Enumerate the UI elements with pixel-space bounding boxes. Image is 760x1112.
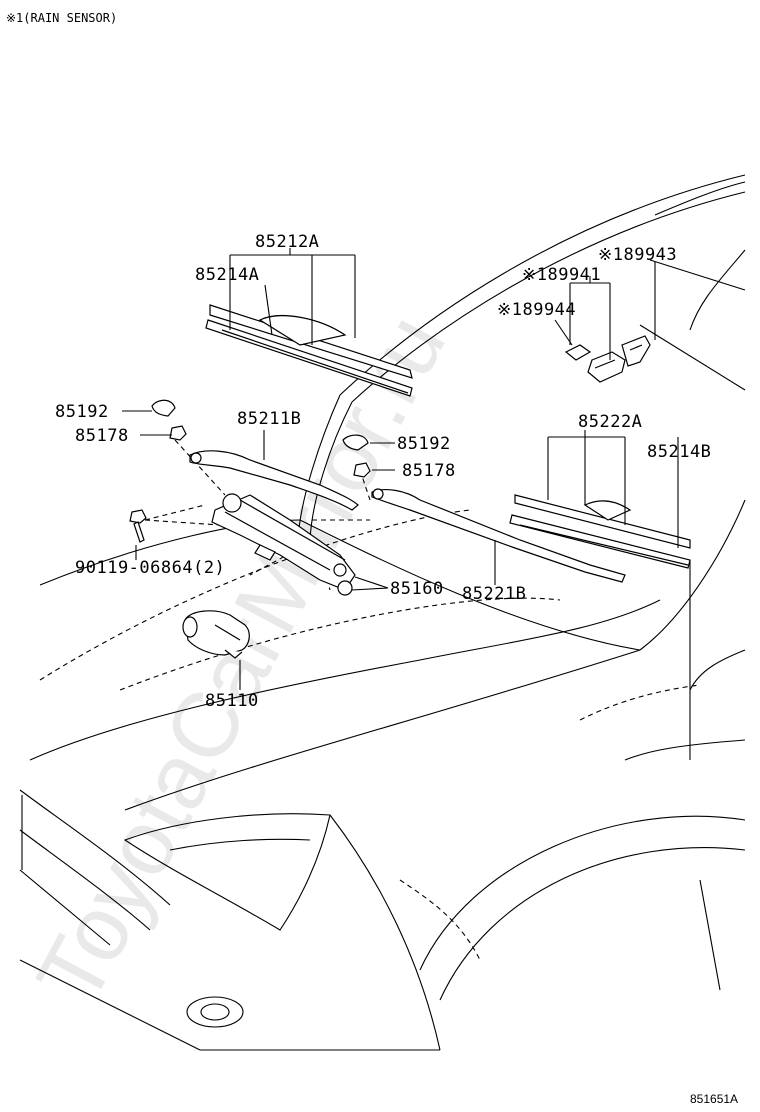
callout-90119-06864[interactable]: 90119-06864(2)	[75, 558, 225, 578]
callout-89944[interactable]: ※189944	[497, 300, 576, 320]
callout-85178-left[interactable]: 85178	[75, 426, 129, 446]
rain-sensor-cover[interactable]	[621, 335, 651, 367]
callout-85160[interactable]: 85160	[390, 579, 444, 599]
callout-85178-right[interactable]: 85178	[402, 461, 456, 481]
wiper-link-assembly[interactable]	[211, 493, 356, 596]
callout-85192-left[interactable]: 85192	[55, 402, 109, 422]
callout-89941[interactable]: ※189941	[522, 265, 601, 285]
wiper-blade-right[interactable]	[509, 494, 691, 569]
callout-85222A[interactable]: 85222A	[578, 412, 642, 432]
rain-sensor-note: ※1(RAIN SENSOR)	[6, 11, 117, 25]
pivot-cap-left[interactable]	[151, 399, 176, 417]
rain-sensor-unit[interactable]	[587, 351, 626, 383]
callout-85110[interactable]: 85110	[205, 691, 259, 711]
callout-85212A[interactable]: 85212A	[255, 232, 319, 252]
wiper-arm-right[interactable]	[371, 488, 626, 583]
wiper-motor[interactable]	[182, 610, 250, 659]
callout-85221B[interactable]: 85221B	[462, 584, 526, 604]
rain-sensor-pad[interactable]	[564, 344, 592, 361]
callout-85192-right[interactable]: 85192	[397, 434, 451, 454]
callout-85211B[interactable]: 85211B	[237, 409, 301, 429]
callout-85214B[interactable]: 85214B	[647, 442, 711, 462]
diagram-code: 851651A	[690, 1092, 738, 1106]
callout-85214A[interactable]: 85214A	[195, 265, 259, 285]
pivot-cap-right[interactable]	[342, 434, 369, 451]
vehicle-body-outline	[19, 174, 746, 1051]
mounting-bolt[interactable]	[129, 509, 147, 543]
pivot-nut-left[interactable]	[169, 425, 187, 441]
pivot-nut-right[interactable]	[353, 462, 371, 478]
callout-89943[interactable]: ※189943	[598, 245, 677, 265]
callout-labels: 85212A 85214A 85192 85178 85211B 85192 8…	[55, 232, 711, 711]
wiper-arm-left[interactable]	[189, 450, 359, 511]
leader-lines	[122, 248, 679, 690]
